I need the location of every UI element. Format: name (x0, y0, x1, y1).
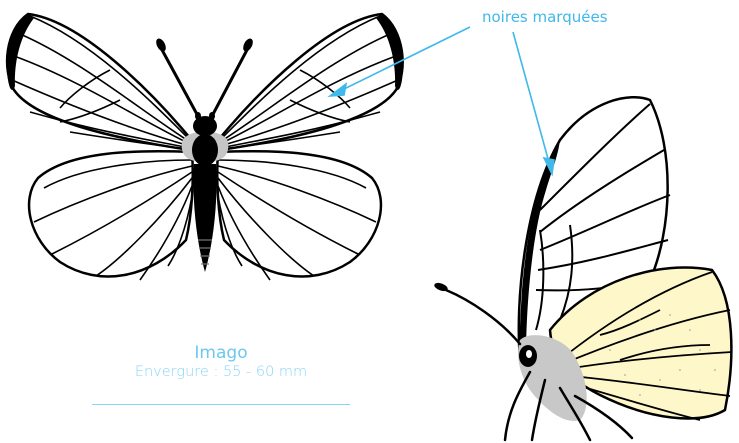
caption: Imago Envergure : 55 - 60 mm (92, 343, 350, 382)
butterfly-side-view (433, 97, 732, 440)
side-antenna (446, 290, 520, 344)
right-forewing (220, 14, 403, 150)
left-hindwing (29, 151, 193, 280)
caption-subtitle: Envergure : 55 - 60 mm (92, 363, 350, 382)
caption-title: Imago (92, 343, 350, 363)
butterfly-dorsal-view (7, 14, 403, 280)
caption-divider (92, 404, 350, 405)
antennae (161, 48, 248, 118)
arrow-to-side-wing (513, 32, 550, 166)
left-forewing (7, 14, 190, 150)
right-hindwing (217, 151, 381, 280)
annotation-label: noires marquées (482, 8, 608, 26)
